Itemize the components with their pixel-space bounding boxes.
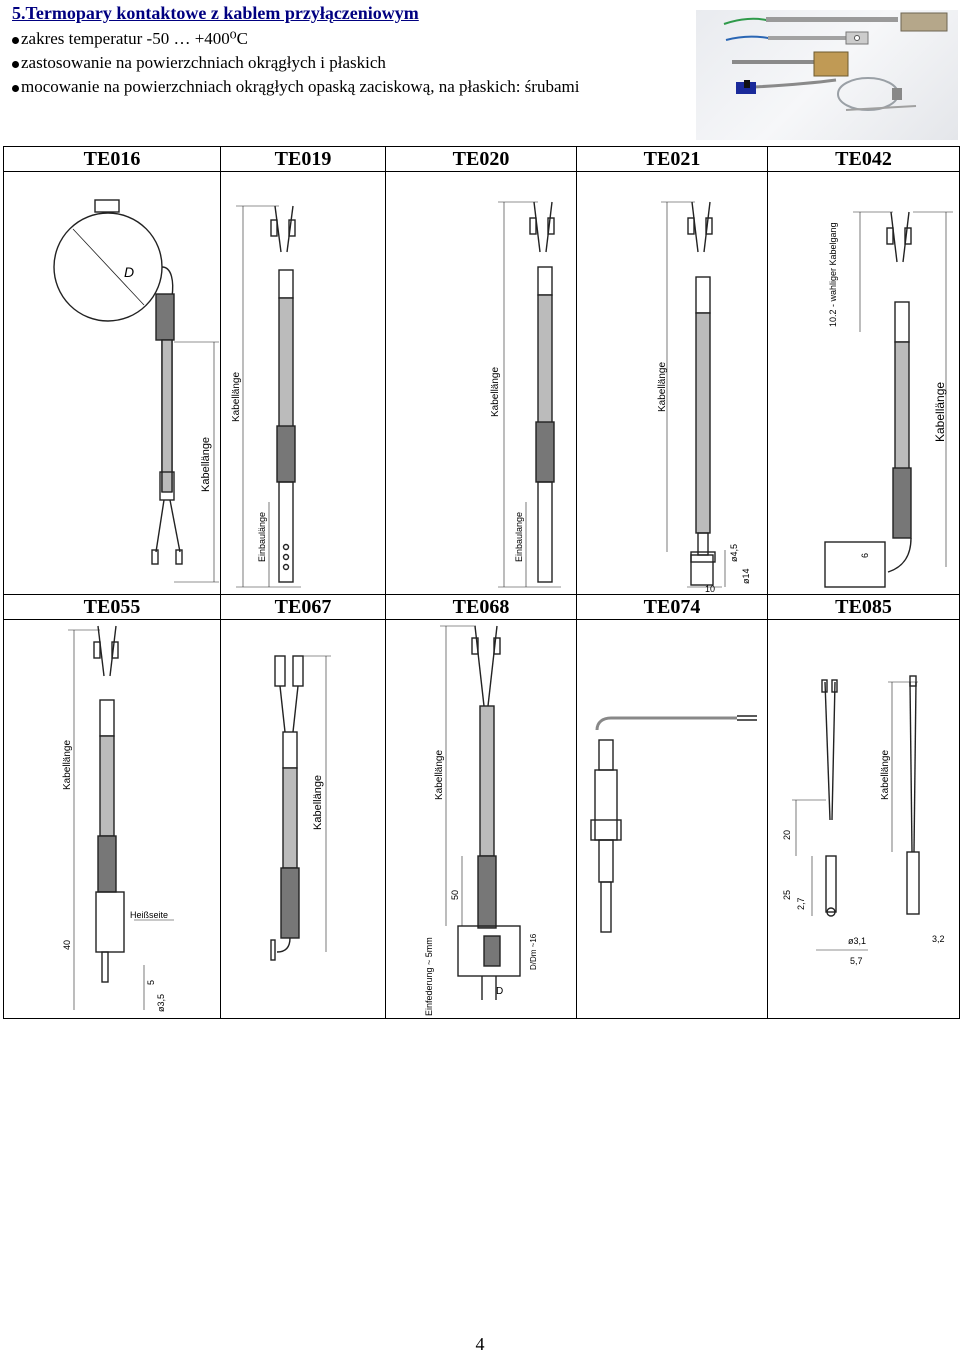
bullet-icon [12,60,19,68]
cable-outlet-label: 10.2 - wahliger Kabelgang [828,222,838,327]
thermocouple-drawing-te055: Kabellänge Heißseite 40 5 ø3,5 [62,625,174,1012]
table-drawing-row: Kabellänge Heißseite 40 5 ø3,5 [3,619,960,1019]
drawing-cell: 20 25 2,7 ø3,1 5,7 3,2 Kabellänge [767,619,960,1019]
cable-length-label: Kabellänge [62,740,73,790]
page-number: 4 [475,1334,485,1354]
drawing-cell: D Kabellänge [3,171,221,595]
diameter-symbol: D [496,986,503,997]
dimension-label: ø3,5 [156,994,166,1012]
thermocouple-drawing-te020: Kabellänge Einbaulange [490,201,561,588]
table-header-row: TE055 TE067 TE068 TE074 TE085 [3,594,960,620]
thermocouple-drawing-te067: Kabellänge [270,655,331,961]
cable-length-label: Kabellänge [933,382,947,442]
dimension-label: 6 [860,553,870,558]
spring-deflection-label: Einfederung ~ 5mm [424,937,434,1016]
drawing-cell: Kabellänge Heißseite 40 5 ø3,5 [3,619,221,1019]
model-label: TE042 [767,146,960,172]
insertion-length-label: Einbaulange [514,512,524,562]
dimension-label: 10 [705,584,715,594]
cable-length-label: Kabellänge [434,750,445,800]
cable-length-label: Kabellänge [657,362,668,412]
bullet-icon [12,36,19,44]
model-label: TE055 [3,594,221,620]
dimension-label: 5 [146,980,156,985]
dimension-label: 5,7 [850,956,863,966]
bullet-item: mocowanie na powierzchniach okrągłych op… [12,75,579,99]
feature-list: zakres temperatur -50 … +400⁰C zastosowa… [12,27,579,99]
diameter-symbol: D [124,264,134,280]
dimension-label: 40 [62,940,72,950]
cable-length-label: Kabellänge [231,372,242,422]
drawing-cell [576,619,768,1019]
bullet-item: zakres temperatur -50 … +400⁰C [12,27,579,51]
model-label: TE016 [3,146,221,172]
section-title: 5.Termopary kontaktowe z kablem przyłącz… [12,3,419,23]
product-table: TE016 TE019 TE020 TE021 TE042 [3,146,960,1019]
model-label: TE021 [576,146,768,172]
drawing-cell: Kabellänge 50 Einfederung ~ 5mm D/Dm ~16… [385,619,577,1019]
thermocouple-drawing-te021: Kabellänge ø4,5 ø14 10 [657,201,751,594]
product-photo-drawing [723,12,948,111]
drawing-cell: Kabellänge [220,619,386,1019]
model-label: TE019 [220,146,386,172]
model-label: TE067 [220,594,386,620]
thermocouple-drawing-te019: Kabellänge Einbaulänge [231,205,301,588]
dimension-label: 50 [450,890,460,900]
insertion-length-label: Einbaulänge [257,512,267,562]
cable-length-label: Kabellänge [200,437,212,492]
dimension-label: D/Dm ~16 [529,933,538,970]
drawing-cell: 10.2 - wahliger Kabelgang Kabellänge 6 [767,171,960,595]
thermocouple-drawing-te042: 10.2 - wahliger Kabelgang Kabellänge 6 [824,211,953,588]
model-label: TE068 [385,594,577,620]
model-label: TE020 [385,146,577,172]
model-label: TE085 [767,594,960,620]
cable-length-label: Kabellänge [490,367,501,417]
dimension-label: 2,7 [796,897,806,910]
thermocouple-drawing-te016: D Kabellänge [53,199,219,583]
hot-side-label: Heißseite [130,910,168,920]
dimension-label: 3,2 [932,934,945,944]
cable-length-label: Kabellänge [312,775,324,830]
model-label: TE074 [576,594,768,620]
dimension-label: ø14 [741,568,751,584]
product-photo [696,10,958,140]
thermocouple-drawing-te085: 20 25 2,7 ø3,1 5,7 3,2 Kabellänge [782,675,945,966]
thermocouple-drawing-te074 [590,715,757,933]
thermocouple-drawing-te068: Kabellänge 50 Einfederung ~ 5mm D/Dm ~16… [424,625,538,1016]
bullet-item: zastosowanie na powierzchniach okrągłych… [12,51,579,75]
dimension-label: ø3,1 [848,936,866,946]
dimension-label: 20 [782,830,792,840]
dimension-label: ø4,5 [729,544,739,562]
drawing-cell: Kabellänge Einbaulange [385,171,577,595]
dimension-label: 25 [782,890,792,900]
bullet-icon [12,84,19,92]
table-drawing-row: D Kabellänge Kab [3,171,960,595]
cable-length-label: Kabellänge [880,750,891,800]
table-header-row: TE016 TE019 TE020 TE021 TE042 [3,146,960,172]
drawing-cell: Kabellänge ø4,5 ø14 10 [576,171,768,595]
drawing-cell: Kabellänge Einbaulänge [220,171,386,595]
